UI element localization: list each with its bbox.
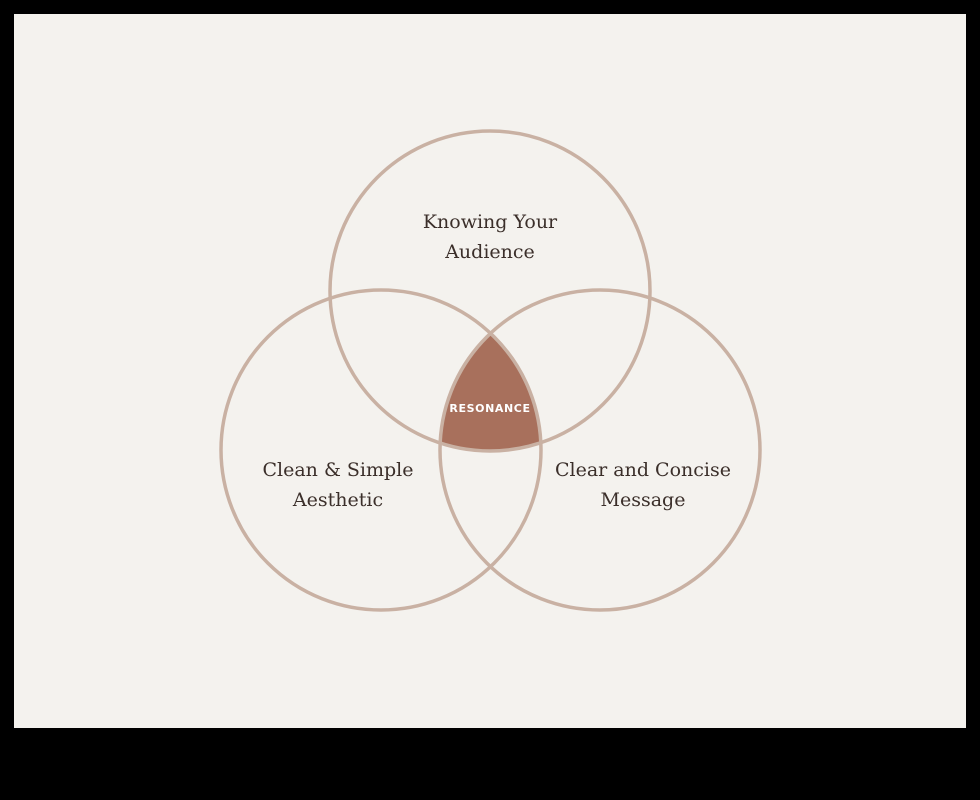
right-circle-label-line-1: Clear and Concise [555, 459, 731, 481]
circle-clear-concise-message [438, 288, 762, 612]
resonance-label: RESONANCE [449, 402, 530, 415]
left-circle-label-line-1: Clean & Simple [262, 459, 413, 481]
top-circle-label-line-2: Audience [444, 241, 535, 263]
circle-knowing-your-audience [328, 129, 652, 453]
top-circle-label-line-1: Knowing Your [423, 211, 558, 233]
right-circle-label-line-2: Message [601, 489, 686, 511]
left-circle-label-line-2: Aesthetic [292, 489, 383, 511]
circle-clean-simple-aesthetic [219, 288, 543, 612]
